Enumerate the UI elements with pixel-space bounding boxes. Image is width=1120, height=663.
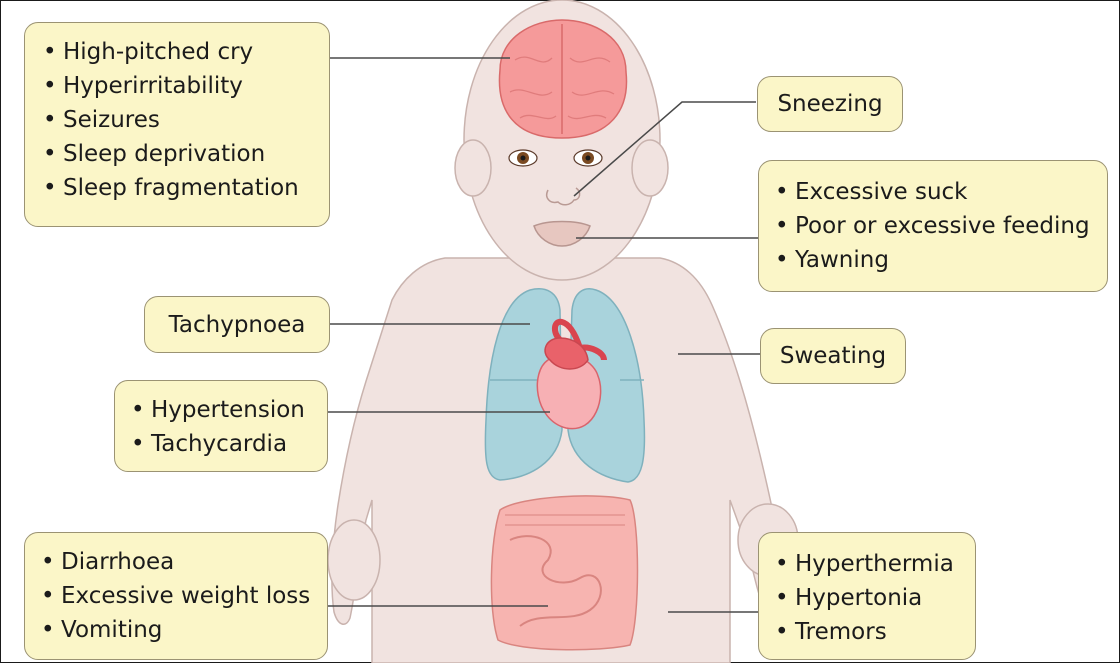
brain-symptom-item: Seizures	[43, 103, 329, 137]
heart-symptom-item: Hypertension	[131, 393, 327, 427]
mouth-symptom-item: Poor or excessive feeding	[775, 209, 1107, 243]
heart-symptom-item: Tachycardia	[131, 427, 327, 461]
mouth-symptom-item: Yawning	[775, 243, 1107, 277]
brain-symptoms-box: High-pitched cry Hyperirritability Seizu…	[24, 22, 330, 227]
gut-symptom-item: Excessive weight loss	[41, 579, 327, 613]
mouth-symptom-item: Excessive suck	[775, 175, 1107, 209]
brain-symptom-item: High-pitched cry	[43, 35, 329, 69]
tachypnoea-box: Tachypnoea	[144, 296, 330, 353]
body-symptoms-box: Hyperthermia Hypertonia Tremors	[758, 532, 976, 660]
mouth-symptoms-box: Excessive suck Poor or excessive feeding…	[758, 160, 1108, 292]
brain-symptom-item: Sleep fragmentation	[43, 171, 329, 205]
heart-symptoms-box: Hypertension Tachycardia	[114, 380, 328, 472]
sweating-label: Sweating	[780, 339, 886, 373]
sweating-box: Sweating	[760, 328, 906, 384]
gut-symptoms-box: Diarrhoea Excessive weight loss Vomiting	[24, 532, 328, 660]
body-symptom-item: Tremors	[775, 615, 975, 649]
sneezing-box: Sneezing	[757, 76, 903, 132]
body-symptom-item: Hypertonia	[775, 581, 975, 615]
brain-symptom-item: Hyperirritability	[43, 69, 329, 103]
body-symptom-item: Hyperthermia	[775, 547, 975, 581]
brain-icon	[499, 20, 626, 138]
tachypnoea-label: Tachypnoea	[169, 308, 306, 342]
sneezing-label: Sneezing	[777, 87, 882, 121]
intestine-icon	[491, 496, 637, 650]
brain-symptom-item: Sleep deprivation	[43, 137, 329, 171]
gut-symptom-item: Diarrhoea	[41, 545, 327, 579]
gut-symptom-item: Vomiting	[41, 613, 327, 647]
